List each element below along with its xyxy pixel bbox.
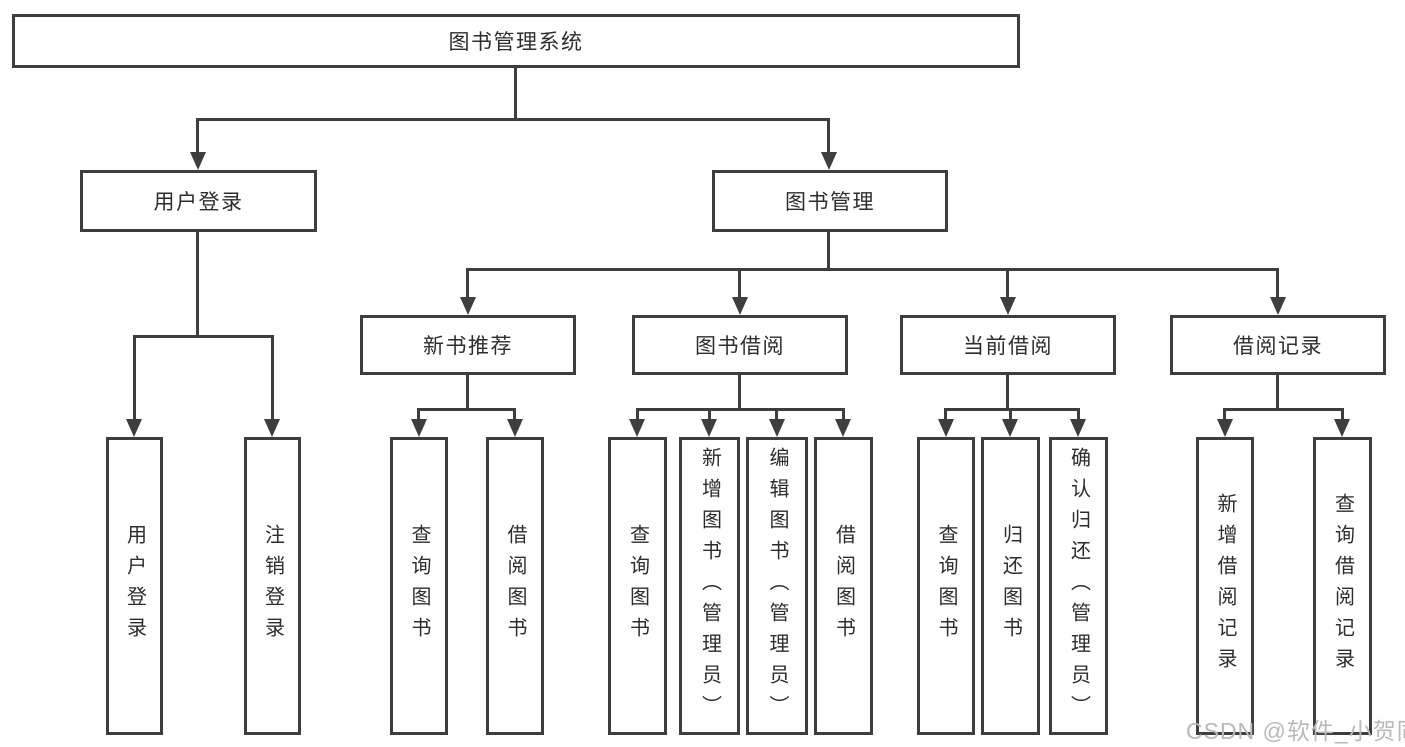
connector-current-borrow-stem xyxy=(1006,374,1009,411)
connector-to-leaf-logout xyxy=(271,335,274,424)
leaf-current-return-books-label: 归还图书 xyxy=(999,524,1022,648)
connector-to-leaf xyxy=(636,408,639,424)
connector-user-login-bus xyxy=(133,335,274,338)
connector-to-leaf xyxy=(417,408,420,424)
node-book-management: 图书管理 xyxy=(712,170,948,232)
leaf-records-add-record: 新增借阅记录 xyxy=(1196,437,1254,735)
connector-to-current-borrow xyxy=(1006,268,1009,301)
node-user-login: 用户登录 xyxy=(80,170,317,232)
arrow-down-icon xyxy=(769,419,785,437)
connector-book-borrow-bus xyxy=(636,408,845,411)
connector-root-bus xyxy=(196,118,830,121)
arrow-down-icon xyxy=(701,419,717,437)
leaf-borrowing-edit-books-admin: 编辑图书（管理员） xyxy=(746,437,808,735)
leaf-logout: 注销登录 xyxy=(244,437,301,735)
connector-to-leaf xyxy=(1223,408,1226,424)
arrow-down-icon xyxy=(126,419,142,437)
leaf-newbook-query-books: 查询图书 xyxy=(390,437,448,735)
arrow-down-icon xyxy=(1334,419,1350,437)
leaf-borrowing-query-books: 查询图书 xyxy=(608,437,667,735)
arrow-down-icon xyxy=(507,419,523,437)
connector-book-mgmt-bus xyxy=(466,268,1279,271)
csdn-watermark: CSDN @软件_小贺同学 xyxy=(1186,718,1405,744)
leaf-records-query-record: 查询借阅记录 xyxy=(1313,437,1372,735)
connector-user-login-stem xyxy=(196,232,199,338)
connector-root-stem xyxy=(514,68,517,121)
connector-borrow-records-bus xyxy=(1223,408,1344,411)
leaf-borrowing-edit-books-admin-label: 编辑图书（管理员） xyxy=(766,446,788,726)
leaf-borrowing-borrow-books: 借阅图书 xyxy=(814,437,873,735)
connector-to-leaf xyxy=(842,408,845,424)
connector-to-leaf xyxy=(708,408,711,424)
leaf-current-return-books: 归还图书 xyxy=(981,437,1040,735)
connector-book-borrow-stem xyxy=(738,374,741,411)
connector-borrow-records-stem xyxy=(1276,374,1279,411)
arrow-down-icon xyxy=(411,419,427,437)
connector-new-book-rec-stem xyxy=(466,374,469,411)
connector-to-leaf xyxy=(1077,408,1080,424)
leaf-current-confirm-return-admin: 确认归还（管理员） xyxy=(1049,437,1108,735)
arrow-down-icon xyxy=(938,419,954,437)
connector-to-new-book-rec xyxy=(466,268,469,301)
leaf-borrowing-add-books-admin-label: 新增图书（管理员） xyxy=(698,446,721,726)
leaf-current-query-books: 查询图书 xyxy=(917,437,975,735)
arrow-down-icon xyxy=(732,297,748,315)
connector-to-leaf-user-login xyxy=(133,335,136,424)
node-new-book-recommend: 新书推荐 xyxy=(360,315,576,375)
arrow-down-icon xyxy=(629,419,645,437)
connector-book-mgmt-stem xyxy=(827,232,830,271)
leaf-records-query-record-label: 查询借阅记录 xyxy=(1331,493,1354,679)
connector-to-leaf xyxy=(1341,408,1344,424)
leaf-newbook-borrow-books: 借阅图书 xyxy=(486,437,544,735)
node-borrow-records: 借阅记录 xyxy=(1170,315,1386,375)
arrow-down-icon xyxy=(190,152,206,170)
leaf-newbook-borrow-books-label: 借阅图书 xyxy=(504,524,526,648)
connector-new-book-rec-bus xyxy=(417,408,516,411)
arrow-down-icon xyxy=(835,419,851,437)
connector-current-borrow-bus xyxy=(944,408,1080,411)
leaf-borrowing-query-books-label: 查询图书 xyxy=(626,524,649,648)
arrow-down-icon xyxy=(1270,297,1286,315)
arrow-down-icon xyxy=(264,419,280,437)
leaf-current-query-books-label: 查询图书 xyxy=(935,524,957,648)
leaf-user-login: 用户登录 xyxy=(106,437,163,735)
arrow-down-icon xyxy=(821,152,837,170)
arrow-down-icon xyxy=(1000,297,1016,315)
node-book-borrowing: 图书借阅 xyxy=(632,315,848,375)
arrow-down-icon xyxy=(1217,419,1233,437)
arrow-down-icon xyxy=(1002,419,1018,437)
connector-to-book-mgmt xyxy=(827,118,830,156)
connector-to-leaf xyxy=(775,408,778,424)
connector-to-user-login xyxy=(196,118,199,156)
leaf-user-login-label: 用户登录 xyxy=(123,524,146,648)
connector-to-leaf xyxy=(513,408,516,424)
connector-to-leaf xyxy=(944,408,947,424)
leaf-borrowing-add-books-admin: 新增图书（管理员） xyxy=(679,437,740,735)
leaf-current-confirm-return-admin-label: 确认归还（管理员） xyxy=(1067,446,1090,726)
leaf-logout-label: 注销登录 xyxy=(261,524,284,648)
leaf-borrowing-borrow-books-label: 借阅图书 xyxy=(832,524,855,648)
leaf-newbook-query-books-label: 查询图书 xyxy=(408,524,430,648)
connector-to-leaf xyxy=(1009,408,1012,424)
connector-to-borrow-records xyxy=(1276,268,1279,301)
arrow-down-icon xyxy=(1070,419,1086,437)
leaf-records-add-record-label: 新增借阅记录 xyxy=(1214,493,1236,679)
connector-to-book-borrow xyxy=(738,268,741,301)
arrow-down-icon xyxy=(460,297,476,315)
node-current-borrowing: 当前借阅 xyxy=(900,315,1116,375)
node-root: 图书管理系统 xyxy=(12,14,1020,68)
